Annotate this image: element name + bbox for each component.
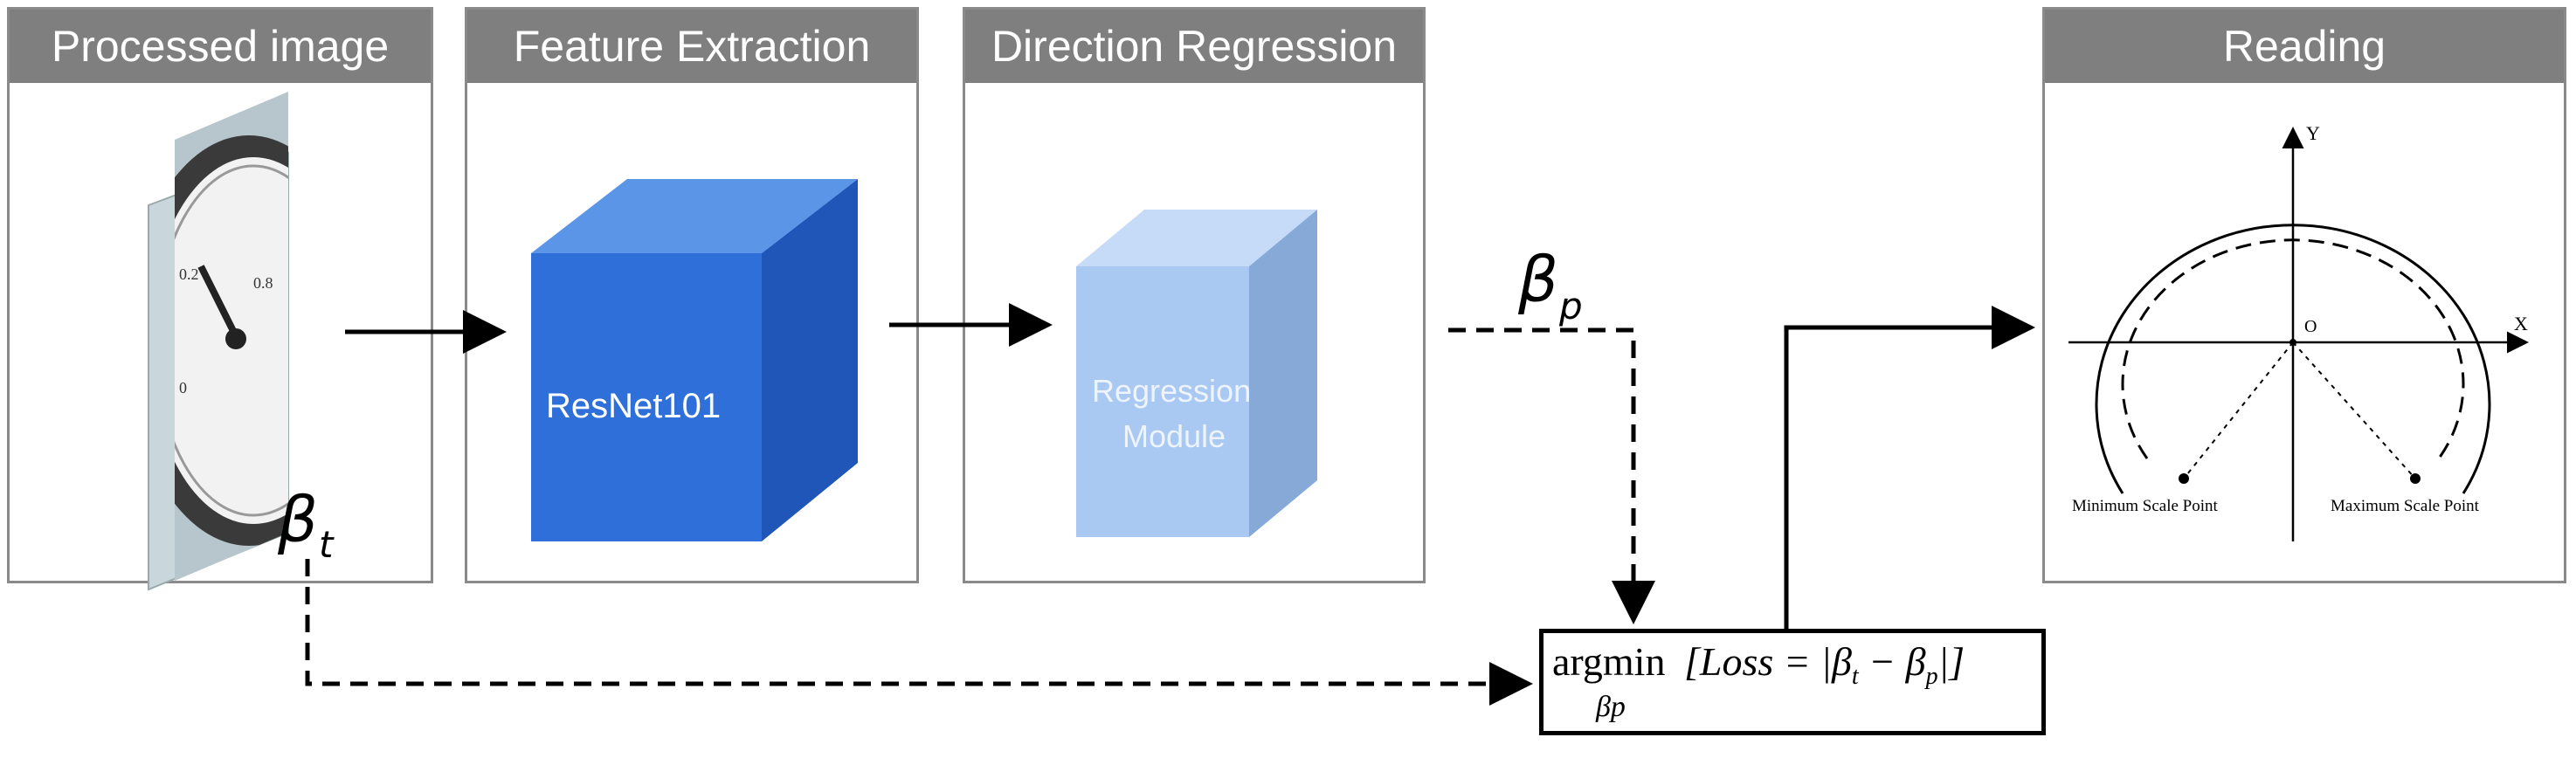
beta-p-subscript: p xyxy=(1558,285,1583,327)
argmin-label: argmin xyxy=(1552,639,1666,684)
regression-label-line1: Regression xyxy=(1092,373,1251,409)
beta-p-symbol: β xyxy=(1517,243,1558,316)
loss-expression: argmin [Loss = |βt − βp|] xyxy=(1552,638,1965,691)
direction-regression-panel: Direction Regression xyxy=(963,7,1426,583)
regression-label-line2: Module xyxy=(1122,418,1226,454)
svg-text:0: 0 xyxy=(179,379,187,396)
beta-p-dashed-arrow xyxy=(1448,327,1655,624)
resnet-label: ResNet101 xyxy=(546,387,721,425)
regression-cube xyxy=(1076,210,1317,537)
direction-regression-header: Direction Regression xyxy=(965,10,1423,83)
beta-t-symbol: β xyxy=(277,483,318,556)
feature-extraction-header: Feature Extraction xyxy=(467,10,916,83)
loss-formula: [Loss = |βt − βp|] xyxy=(1683,639,1965,691)
reading-max-label: Maximum Scale Point xyxy=(2331,497,2480,515)
reading-axis-x: X xyxy=(2514,313,2528,334)
argmin-subscript: βp xyxy=(1596,691,1626,723)
processed-image-header: Processed image xyxy=(10,10,431,83)
loss-box: argmin [Loss = |βt − βp|] βp xyxy=(1539,629,2046,735)
gauge-photo: 0.2 0.8 0 xyxy=(148,92,289,591)
reading-panel: Reading xyxy=(2042,7,2566,583)
arrow-loss-to-reading xyxy=(1784,306,2035,629)
beta-t-subscript: t xyxy=(319,523,335,566)
resnet-cube xyxy=(531,179,858,541)
reading-min-label: Minimum Scale Point xyxy=(2072,497,2219,515)
beta-t-dashed-arrow xyxy=(305,559,1533,706)
reading-axis-y: Y xyxy=(2306,122,2320,144)
svg-text:0.8: 0.8 xyxy=(253,274,273,292)
reading-header: Reading xyxy=(2045,10,2564,83)
reading-origin: O xyxy=(2304,317,2317,336)
svg-text:0.2: 0.2 xyxy=(179,265,199,283)
reading-diagram xyxy=(2068,127,2529,541)
